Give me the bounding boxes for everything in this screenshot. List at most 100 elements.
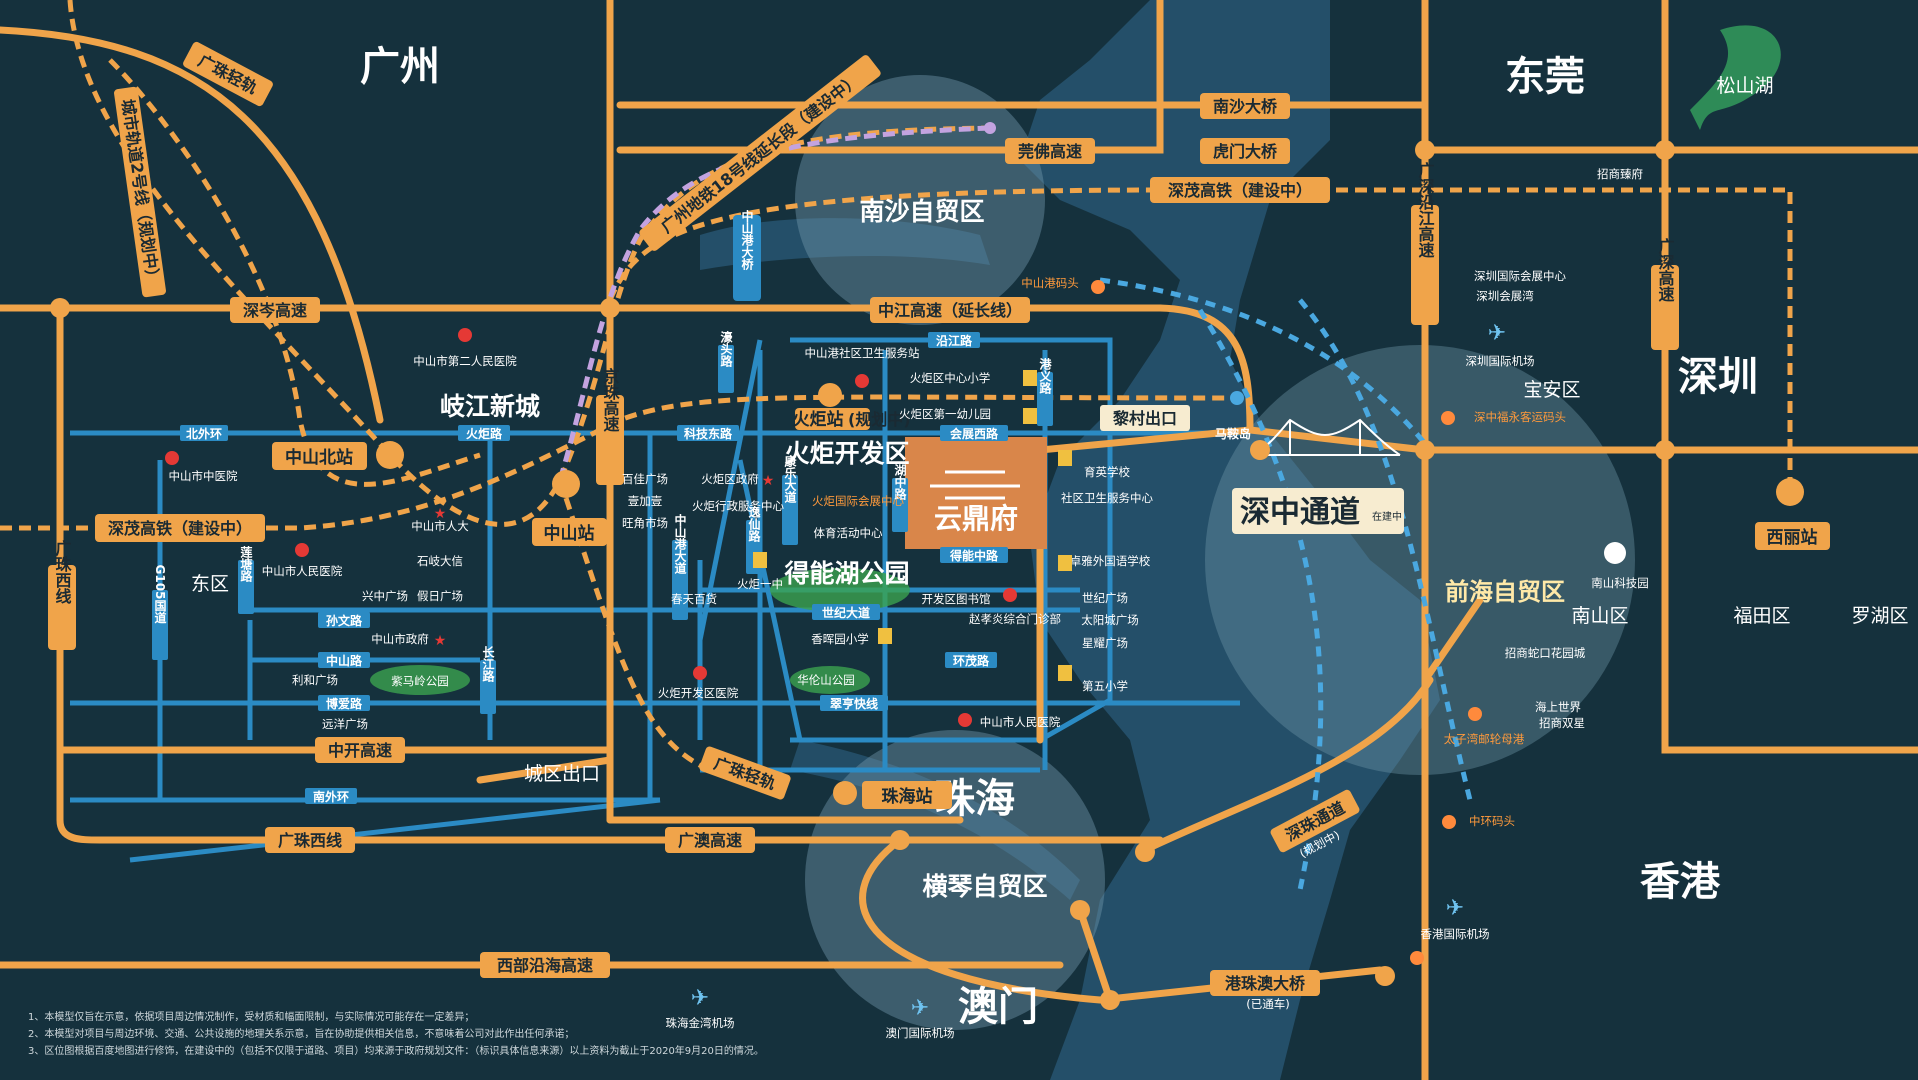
poi-huoju-hosp: 火炬开发区医院 [658,686,739,700]
road-sunwen-box [318,612,370,628]
svg-text:中山港大桥: 中山港大桥 [740,209,754,271]
svg-text:广深高速: 广深高速 [1656,237,1675,302]
hw-guangzhu-west: 广珠西线 [265,827,355,853]
hw-zhongkai: 中开高速 [315,737,405,763]
poi-yuanyang: 远洋广场 [322,717,368,731]
road-gangyi-box [1037,372,1053,426]
exit-chengqu: 城区出口 [524,763,600,785]
poi-sz-airport: 深圳国际机场 [1466,354,1535,368]
poi-zsrm: 中山市人民医院 [980,715,1061,729]
road-yanjiang-box [928,332,980,348]
city-shenzhen: 深圳 [1678,354,1758,400]
hw-gzao-bridge: 港珠澳大桥 (已通车) [1210,970,1320,1011]
road-hukou-box [892,478,908,532]
project-block [905,437,1047,549]
school-icon [753,552,767,568]
poi-zhuhai-airport: 珠海金湾机场 [666,1016,735,1030]
shenzhong-label-box [1232,488,1404,534]
svg-text:广珠西线: 广珠西线 [278,831,342,850]
airplane-icon: ✈ [1488,321,1506,346]
road-kangle: 康乐大道 [783,454,797,504]
poi-yuying: 育英学校 [1084,465,1130,479]
poi-zsg-pier: 中山港码头 [1021,276,1079,290]
svg-text:莞佛高速: 莞佛高速 [1018,142,1082,161]
hw-shenmao-rail: 深茂高铁（建设中） [1150,177,1330,203]
poi-shequ: 社区卫生服务中心 [1061,491,1153,505]
poi-huoju-yi: 火炬一中 [737,577,783,591]
svg-text:南沙大桥: 南沙大桥 [1213,97,1278,116]
node-icon [1250,440,1270,460]
hw-guangao: 广澳高速 [665,827,755,853]
node-icon [1100,990,1120,1010]
svg-text:广深沿江高速: 广深沿江高速 [1416,161,1435,258]
poi-zhonghuan: 中环码头 [1469,814,1515,828]
hw-jingzhu: 京珠高速 [596,367,624,485]
poi-huizhan: 火炬国际会展中心 [812,494,904,508]
zone-huoju: 火炬开发区 [784,439,909,468]
hw-guangzhu-light-rail-s: 广珠轻轨 [699,746,791,800]
road-boai: 博爱路 [326,696,363,711]
svg-text:中江高速（延长线）: 中江高速（延长线） [878,301,1022,320]
road-nanwai-box [305,788,357,804]
node-icon [1375,966,1395,986]
hw-guanfo: 莞佛高速 [1005,138,1095,164]
rail-station-icon [552,470,580,498]
hw-city-rail: 城市轨道2号线（规划中） [114,86,166,298]
star-icon: ★ [434,506,447,522]
poi-dnh: 得能湖公园 [783,559,909,588]
city-hongkong: 香港 [1640,859,1721,905]
node-icon [1655,440,1675,460]
road-beiwai: 北外环 [186,426,222,441]
airplane-icon: ✈ [691,986,709,1011]
school-icon [1023,370,1037,386]
station-zhuhai: 珠海站 [862,781,952,809]
road-cuiheng-box [820,695,888,711]
poi-yijiayi: 壹加壹 [628,494,663,508]
svg-text:(已通车): (已通车) [1246,997,1289,1011]
bridge-shenzhong: 深中通道 [1240,495,1360,530]
zone-hengqin: 横琴自贸区 [922,872,1047,901]
poi-xianghui: 香晖园小学 [811,632,869,646]
district-baoan: 宝安区 [1523,379,1580,401]
svg-text:广珠西线: 广珠西线 [53,539,72,605]
poi-gov: 中山市政府 [371,632,429,646]
poi-wangjiao: 旺角市场 [622,516,668,530]
poi-shiji-sq: 世纪广场 [1082,591,1128,605]
road-kejidong-box [677,425,739,441]
road-cuiheng: 翠亨快线 [830,696,878,711]
hw-guangzhu-west-v: 广珠西线 [48,539,76,650]
note-2: 2、本模型对项目与周边环境、交通、公共设施的地理关系示意，旨在协助提供相关信息，… [28,1027,574,1040]
poi-fuyong: 深中福永客运码头 [1474,410,1566,424]
svg-text:深岑高速: 深岑高速 [243,301,307,320]
road-shiji-box [812,604,880,620]
poi-xingzhong: 兴中广场 [362,589,408,603]
songshan-lake [1690,25,1781,131]
road-kejidong: 科技东路 [684,426,733,441]
school-icon [1058,555,1072,571]
road-kangle-box [782,475,798,545]
hospital-icon [693,666,707,680]
hw-guangzhu-light-rail: 广珠轻轨 [183,41,273,107]
note-3: 3、区位图根据百度地图进行修饰，在建设中的（包括不仅限于道路、项目）均来源于政府… [28,1044,764,1057]
hw-zhongjiang: 中江高速（延长线） [870,297,1030,323]
road-g105-box [152,590,168,660]
poi-zhuoya: 卓雅外国语学校 [1070,554,1151,568]
ferry-icon [1442,815,1456,829]
ferry-icon [1441,411,1455,425]
road-huanmao-box [945,652,997,668]
river-branch-south [790,740,1080,900]
road-gangyi: 港义路 [1038,357,1052,395]
node-icon [984,122,996,134]
bridge-shenzhong-status: 在建中 [1372,510,1402,523]
hw-humen-bridge: 虎门大桥 [1200,138,1290,164]
project-logo-icon [930,470,1020,500]
district-luohu: 罗湖区 [1851,605,1908,627]
district-futian: 福田区 [1733,605,1790,627]
station-zhongshan: 中山站 [532,518,607,546]
school-icon [1023,408,1037,424]
zone-nansha: 南沙自贸区 [859,197,984,226]
hospital-icon [1003,588,1017,602]
svg-text:中山站: 中山站 [544,523,595,544]
road-shiji: 世纪大道 [822,605,870,620]
